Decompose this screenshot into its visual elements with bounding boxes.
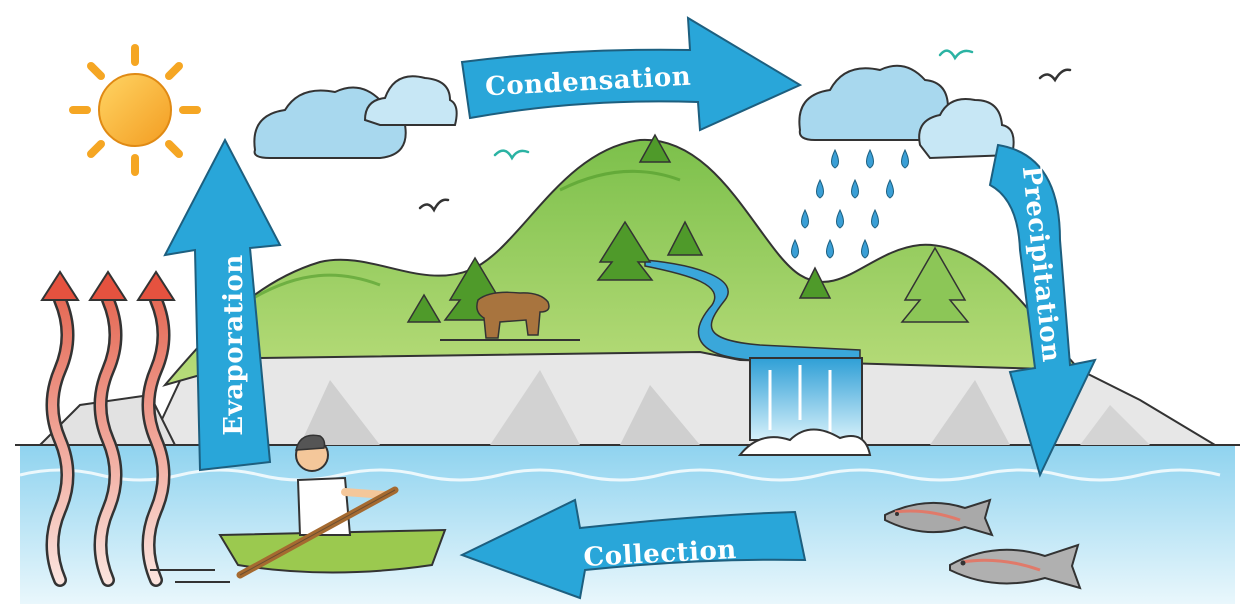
cloud-icon — [253, 75, 458, 159]
rain-drop-icon — [791, 148, 909, 259]
heat-wave-icon — [40, 270, 176, 587]
person-in-boat-icon — [150, 434, 447, 583]
fish-icon — [884, 498, 994, 537]
cloud-icon — [798, 64, 1015, 160]
cliffs — [37, 344, 1219, 446]
fish-icon — [949, 543, 1082, 590]
river — [644, 259, 861, 361]
waterfall-icon — [737, 357, 872, 456]
condensation-arrow: Condensation — [460, 16, 803, 132]
evaporation-label: Evaporation — [219, 254, 249, 435]
sun-icon — [69, 44, 201, 176]
collection-arrow: Collection — [459, 498, 807, 600]
bear-icon — [440, 291, 580, 341]
bird-icon — [418, 49, 1072, 213]
evaporation-arrow: Evaporation — [163, 137, 282, 472]
